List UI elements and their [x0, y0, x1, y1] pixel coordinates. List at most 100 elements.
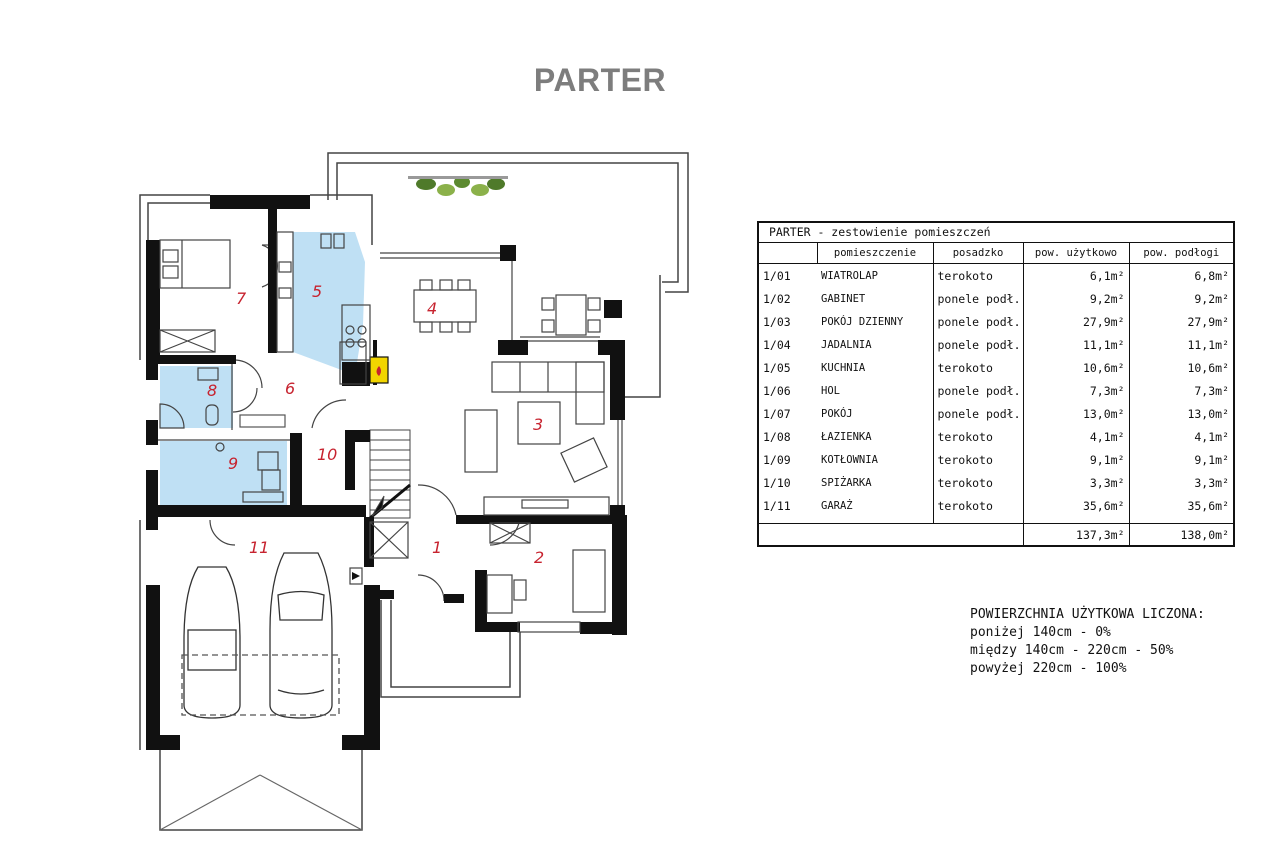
room-id: 1/04 [763, 337, 791, 352]
room-id: 1/08 [763, 429, 791, 444]
room-name: SPIŻARKA [821, 476, 872, 489]
room-number-7: 7 [236, 289, 247, 308]
room-area: 9,1m² [1128, 448, 1233, 471]
room-usable: 9,1m² [1022, 448, 1129, 471]
terrace-table [541, 294, 601, 336]
room-id: 1/06 [763, 383, 791, 398]
room-number-5: 5 [312, 282, 322, 301]
room-number-6: 6 [285, 379, 295, 398]
room-number-10: 10 [317, 445, 337, 464]
living-room-furniture [464, 361, 610, 516]
room-name: WIATROLAP [821, 269, 878, 282]
schedule-caption: PARTER - zestowienie pomieszczeń [759, 223, 1233, 243]
header-id [759, 243, 817, 264]
room-name: HOL [821, 384, 840, 397]
room-id: 1/07 [763, 406, 791, 421]
header-area: pow. podłogi [1128, 243, 1233, 264]
room-usable: 10,6m² [1022, 356, 1129, 379]
bedroom-furniture [159, 239, 231, 353]
exterior-walls [146, 195, 627, 750]
total-area: 138,0m² [1128, 523, 1233, 545]
room-floor: terokoto [932, 263, 1023, 287]
schedule-header-row: pomieszczenie posadzko pow. użytkowo pow… [759, 243, 1233, 264]
room-name: POKÓJ [821, 407, 853, 420]
room-id: 1/03 [763, 314, 791, 329]
room-name: GARAŻ [821, 499, 853, 512]
room-name: POKÓJ DZIENNY [821, 315, 904, 328]
room-area: 13,0m² [1128, 402, 1233, 425]
room-floor: terokoto [932, 448, 1023, 471]
arrow-icon [352, 572, 360, 580]
usable-area-note: POWIERZCHNIA UŻYTKOWA LICZONA: poniżej 1… [970, 606, 1205, 678]
office-furniture [486, 549, 606, 633]
room-floor: ponele podł. [932, 310, 1023, 333]
room-area: 27,9m² [1128, 310, 1233, 333]
room-number-1: 1 [432, 538, 442, 557]
plant-icon [408, 176, 508, 196]
room-id: 1/09 [763, 452, 791, 467]
room-schedule-table: PARTER - zestowienie pomieszczeń pomiesz… [757, 221, 1235, 547]
room-area: 7,3m² [1128, 379, 1233, 402]
room-usable: 7,3m² [1022, 379, 1129, 402]
total-usable: 137,3m² [1022, 523, 1129, 545]
room-usable: 27,9m² [1022, 310, 1129, 333]
room-name: GABINET [821, 292, 866, 305]
room-area: 6,8m² [1128, 263, 1233, 287]
flame-icon [376, 366, 381, 376]
room-id: 1/11 [763, 498, 791, 513]
header-floor: posadzko [932, 243, 1023, 264]
room-number-3: 3 [533, 415, 543, 434]
header-usable: pow. użytkowo [1022, 243, 1129, 264]
room-usable: 9,2m² [1022, 287, 1129, 310]
room-floor: terokoto [932, 494, 1023, 524]
room-area: 4,1m² [1128, 425, 1233, 448]
room-area: 9,2m² [1128, 287, 1233, 310]
room-name: JADALNIA [821, 338, 872, 351]
kitchen-units [276, 231, 371, 361]
room-usable: 6,1m² [1022, 263, 1129, 287]
dining-table [413, 279, 477, 333]
garage-cars [181, 552, 340, 719]
boiler-room-equipment [215, 442, 284, 503]
room-floor: ponele podł. [932, 379, 1023, 402]
room-usable: 4,1m² [1022, 425, 1129, 448]
room-area: 10,6m² [1128, 356, 1233, 379]
room-area: 11,1m² [1128, 333, 1233, 356]
room-name: ŁAZIENKA [821, 430, 872, 443]
schedule-grid: pomieszczenie posadzko pow. użytkowo pow… [759, 243, 1233, 545]
room-floor: ponele podł. [932, 287, 1023, 310]
room-number-8: 8 [207, 381, 217, 400]
page-title: PARTER [533, 62, 667, 98]
room-id: 1/10 [763, 475, 791, 490]
garage-door-mark [349, 567, 363, 585]
driveway-hatch [159, 774, 363, 831]
room-usable: 35,6m² [1022, 494, 1129, 524]
room-name: KOTŁOWNIA [821, 453, 878, 466]
room-id: 1/05 [763, 360, 791, 375]
room-number-9: 9 [228, 454, 238, 473]
room-number-11: 11 [249, 538, 269, 557]
room-floor: ponele podł. [932, 333, 1023, 356]
note-heading: POWIERZCHNIA UŻYTKOWA LICZONA: [970, 607, 1205, 622]
room-floor: terokoto [932, 471, 1023, 494]
tiled-areas [160, 232, 365, 507]
terrace-outline [139, 152, 689, 831]
room-name: KUCHNIA [821, 361, 866, 374]
note-line: między 140cm - 220cm - 50% [970, 643, 1174, 658]
room-usable: 3,3m² [1022, 471, 1129, 494]
header-room: pomieszczenie [816, 243, 933, 264]
room-usable: 11,1m² [1022, 333, 1129, 356]
room-area: 3,3m² [1128, 471, 1233, 494]
room-id: 1/01 [763, 268, 791, 283]
